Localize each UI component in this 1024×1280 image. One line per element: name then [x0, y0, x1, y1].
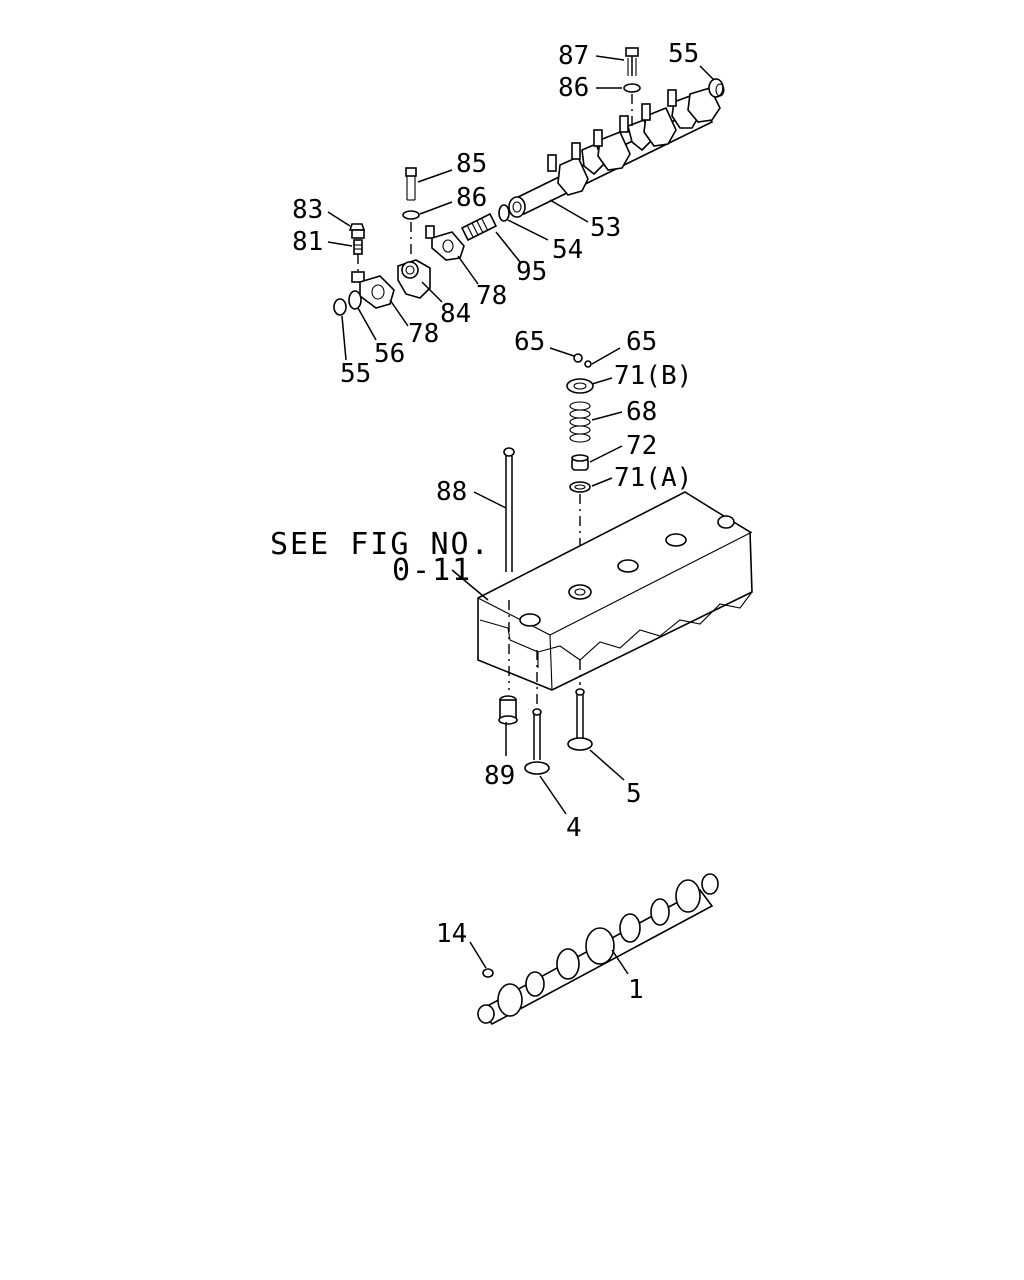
callout-86: 86 — [558, 73, 589, 103]
spring — [460, 212, 498, 242]
callout-65: 65 — [626, 327, 657, 357]
callout-87: 87 — [558, 41, 589, 71]
callout-83: 83 — [292, 195, 323, 225]
rocker-arm — [425, 225, 465, 261]
callout-56: 56 — [374, 339, 405, 369]
callout-14: 14 — [436, 919, 467, 949]
callout-84: 84 — [440, 299, 471, 329]
exhaust-valve — [567, 688, 593, 751]
callout-4: 4 — [566, 813, 582, 843]
washer — [623, 83, 641, 93]
washer — [348, 290, 362, 310]
callout-71b: 71(B) — [614, 361, 692, 391]
intake-valve — [524, 708, 550, 775]
rocker-arms-on-shaft — [547, 87, 721, 196]
adjusting-screw — [353, 239, 363, 255]
valve-collet — [573, 353, 592, 368]
callout-78: 78 — [476, 281, 507, 311]
callout-86: 86 — [456, 183, 487, 213]
snap-ring — [498, 204, 510, 222]
valve-stem-seal — [571, 454, 589, 471]
callout-89: 89 — [484, 761, 515, 791]
cap — [708, 78, 725, 98]
bracket — [397, 259, 431, 299]
callout-88: 88 — [436, 477, 467, 507]
callout-68: 68 — [626, 397, 657, 427]
nut — [348, 223, 366, 239]
callout-81: 81 — [292, 227, 323, 257]
callout-78: 78 — [408, 319, 439, 349]
bolt — [405, 167, 417, 201]
callout-1: 1 — [628, 975, 644, 1005]
cap — [333, 298, 347, 316]
valve-spring-stack — [566, 353, 594, 590]
callout-5: 5 — [626, 779, 642, 809]
see-fig-note-line2: 0-11 — [392, 553, 472, 588]
callout-71a: 71(A) — [614, 463, 692, 493]
callout-53: 53 — [590, 213, 621, 243]
callout-72: 72 — [626, 431, 657, 461]
callout-55: 55 — [340, 359, 371, 389]
valve-spring — [569, 401, 591, 443]
callout-85: 85 — [456, 149, 487, 179]
rocker-arm-assembly — [333, 47, 725, 316]
see-fig-note-line1: SEE FIG NO. — [270, 527, 491, 562]
leader-lines — [327, 55, 715, 975]
valve-spring-lower-seat — [569, 481, 591, 493]
callout-95: 95 — [516, 257, 547, 287]
tappet — [498, 695, 518, 725]
key — [482, 968, 494, 978]
cylinder-head — [477, 491, 753, 705]
camshaft — [477, 873, 719, 1026]
washer — [402, 210, 420, 220]
bolt — [625, 47, 639, 76]
callout-55: 55 — [668, 39, 699, 69]
callout-54: 54 — [552, 235, 583, 265]
push-rod — [503, 447, 515, 572]
callout-65: 65 — [514, 327, 545, 357]
valve-spring-upper-seat — [566, 378, 594, 394]
